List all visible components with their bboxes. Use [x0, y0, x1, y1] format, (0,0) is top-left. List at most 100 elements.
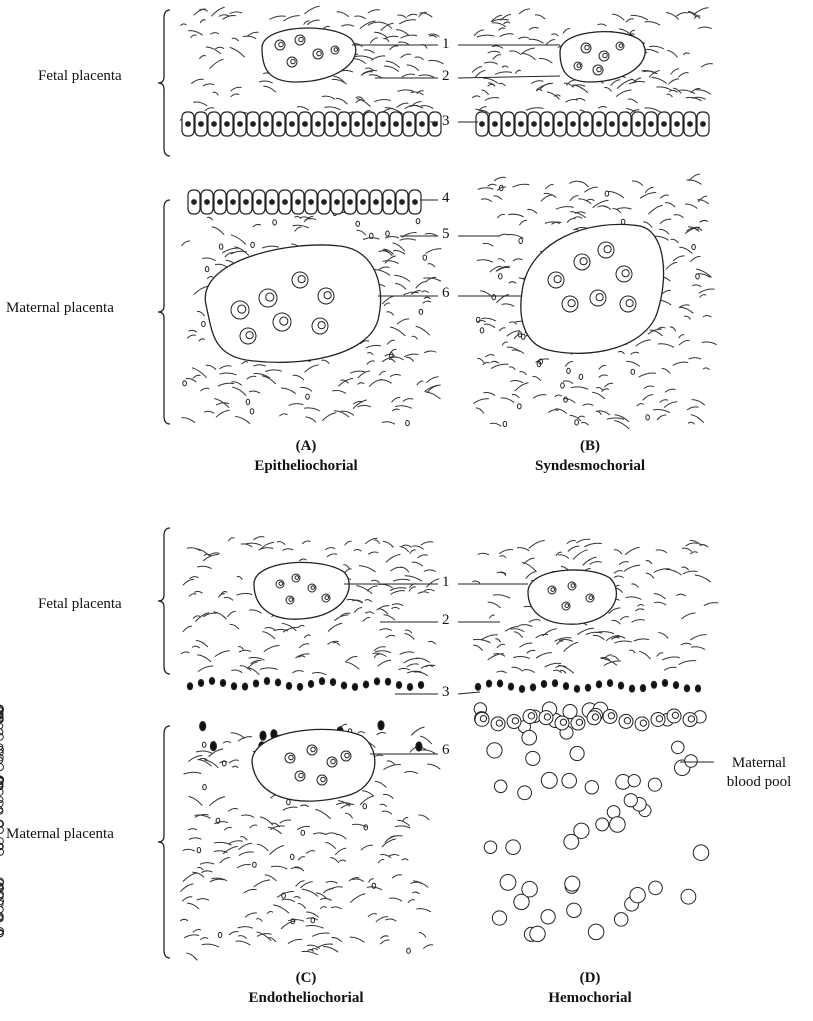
fiber [423, 945, 433, 949]
fiber [189, 594, 197, 597]
fiber [411, 727, 424, 735]
fiber [695, 575, 711, 582]
fiber [626, 597, 642, 600]
fiber [518, 37, 529, 39]
fiber [635, 609, 644, 611]
red-blood-cell [522, 730, 537, 745]
trophoblast-nucleus [209, 678, 214, 685]
fiber [703, 315, 711, 317]
fiber [187, 335, 196, 338]
fiber [502, 66, 508, 68]
fiber [299, 559, 306, 561]
fiber [203, 554, 219, 560]
fiber [583, 404, 594, 406]
fiber [607, 418, 624, 420]
fiber [536, 653, 552, 659]
fiber [676, 594, 685, 596]
maternal-placenta-label-bottom: Maternal placenta [6, 826, 114, 843]
cell-nucleus [316, 122, 321, 127]
fiber [215, 264, 227, 267]
fiber [667, 50, 677, 57]
fiber [474, 30, 484, 36]
fiber [587, 199, 595, 201]
fiber [629, 650, 635, 653]
red-blood-cell [567, 903, 581, 917]
trophoblast-nucleus [275, 679, 280, 686]
fiber [260, 817, 273, 825]
fiber [380, 940, 389, 944]
red-blood-cell [541, 772, 557, 788]
fiber [323, 946, 338, 952]
fiber [654, 602, 666, 605]
fiber [371, 580, 380, 582]
fiber [389, 855, 400, 857]
fiber [312, 673, 326, 675]
fiber [593, 635, 605, 639]
fiber [395, 826, 410, 828]
cell-nucleus [342, 122, 347, 127]
fiber [568, 546, 580, 551]
leader-line [458, 76, 560, 78]
fiber [513, 259, 523, 261]
fiber [557, 641, 564, 645]
fiber [407, 14, 417, 16]
fiber [629, 81, 645, 83]
fiber [332, 390, 346, 393]
fiber [497, 644, 505, 648]
fiber [371, 56, 385, 61]
fiber [576, 539, 590, 543]
fiber [504, 22, 511, 24]
cell-nucleus [423, 255, 427, 260]
fiber [584, 187, 597, 192]
fiber [421, 750, 435, 754]
fiber [509, 367, 515, 370]
fiber [614, 550, 622, 554]
fiber [649, 46, 664, 49]
leader-line [458, 692, 480, 694]
caption-b: (B) Syndesmochorial [480, 436, 700, 476]
fiber [555, 395, 562, 397]
cell-nucleus [561, 383, 565, 388]
maternal-blood-pool-line-2: blood pool [714, 773, 804, 792]
fiber [611, 80, 620, 86]
fiber [527, 209, 537, 213]
fiber [297, 107, 309, 111]
fiber [567, 218, 575, 222]
fiber [637, 404, 644, 407]
red-blood-cell [526, 751, 540, 765]
fiber [658, 633, 668, 639]
fiber [477, 35, 495, 37]
fiber [491, 364, 508, 368]
fiber [386, 635, 395, 637]
fiber [232, 38, 239, 41]
fiber [512, 394, 519, 398]
fiber [619, 562, 629, 565]
fiber [359, 566, 376, 572]
caption-d-name: Hemochorial [480, 988, 700, 1008]
fiber [312, 933, 329, 936]
fiber [333, 643, 340, 646]
cell-nucleus [374, 200, 379, 205]
fiber [488, 184, 497, 186]
fiber [691, 647, 705, 650]
fiber [416, 282, 426, 289]
fiber [335, 848, 346, 855]
red-blood-cell [614, 913, 628, 927]
fiber [478, 553, 489, 555]
fiber [604, 383, 613, 387]
fiber [636, 340, 651, 346]
fiber [491, 361, 499, 363]
fiber [696, 90, 711, 95]
fiber [366, 345, 381, 348]
cell-nucleus [675, 122, 680, 127]
fiber [488, 51, 500, 53]
fiber [253, 224, 261, 227]
fiber [520, 372, 527, 375]
caption-c-letter: (C) [196, 968, 416, 988]
red-blood-cell [672, 741, 685, 754]
fiber [270, 846, 284, 855]
fiber [426, 377, 438, 383]
fiber [666, 569, 682, 575]
fiber [472, 581, 480, 583]
fiber [302, 889, 318, 896]
